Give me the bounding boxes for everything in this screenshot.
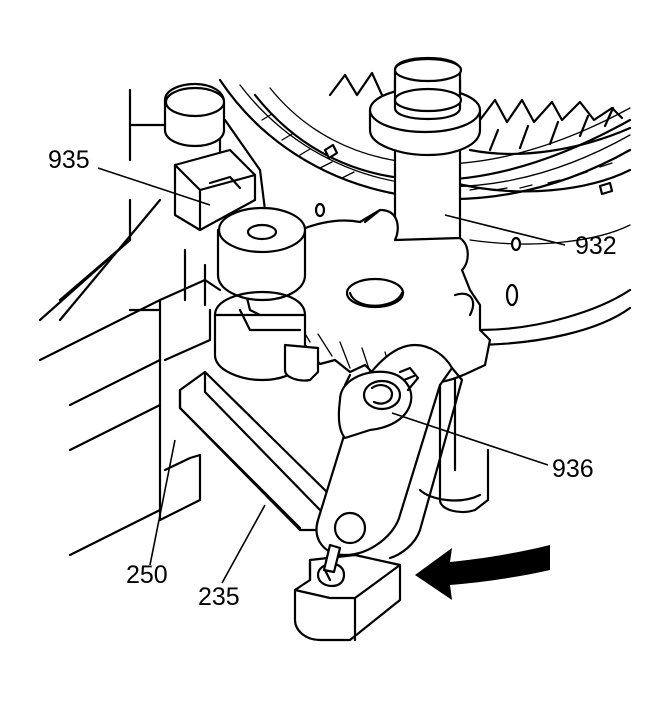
callout-250: 250 xyxy=(126,561,168,589)
leader-235 xyxy=(222,505,265,583)
callout-936-link-arm xyxy=(317,345,462,580)
leader-lines xyxy=(98,168,565,583)
callout-936: 936 xyxy=(552,455,594,483)
callout-935: 935 xyxy=(48,146,90,174)
callout-935-part xyxy=(165,84,255,230)
park-pawl-cam xyxy=(295,555,400,640)
leader-935 xyxy=(98,168,210,205)
callout-932-shaft xyxy=(370,58,480,268)
output-gear-ring xyxy=(220,73,630,345)
callout-235-actuator-rod xyxy=(180,372,335,530)
lower-support-column xyxy=(420,380,488,512)
callout-235: 235 xyxy=(198,583,240,611)
detent-roller-assembly xyxy=(215,208,318,381)
leader-936 xyxy=(392,413,548,465)
transmission-case xyxy=(40,90,265,555)
leader-932 xyxy=(445,215,565,245)
callout-labels: 935 932 936 250 235 xyxy=(48,146,617,611)
leader-250 xyxy=(150,440,175,565)
curved-arrow-left-icon xyxy=(415,545,550,600)
callout-932: 932 xyxy=(575,232,617,260)
